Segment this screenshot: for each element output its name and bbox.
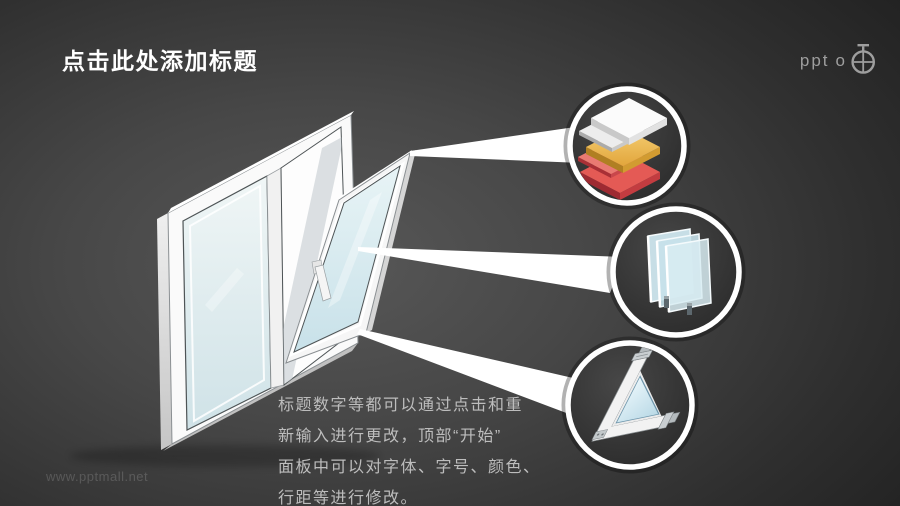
sash-side-face (366, 150, 416, 333)
glass-reflection (205, 268, 244, 312)
callout-connector-1 (410, 126, 582, 163)
title-placeholder[interactable]: 点击此处添加标题 (62, 48, 258, 74)
body-line: 标题数字等都可以通过点击和重 (278, 397, 524, 414)
body-text-placeholder[interactable]: 标题数字等都可以通过点击和重 新输入进行更改，顶部“开始” 面板中可以对字体、字… (278, 390, 541, 506)
logo-text: ppt (799, 50, 830, 70)
window-handle (311, 259, 332, 302)
sash-shadow (281, 136, 344, 385)
window-illustration[interactable] (157, 111, 416, 451)
callout-connector-2 (358, 247, 624, 293)
compass-logo-icon (851, 44, 876, 74)
window-ground-shadow (70, 445, 380, 467)
body-line: 新输入进行更改，顶部“开始” (278, 428, 502, 445)
logo-suffix: o (835, 50, 847, 70)
layers-stack-icon (578, 98, 667, 200)
pane-spacer-feet (664, 296, 692, 315)
logo: ppt o (800, 42, 878, 78)
glass-panes-icon (646, 228, 712, 315)
fixed-pane-inner-frame (188, 184, 266, 423)
frame-corner-profile-icon (591, 346, 681, 442)
fixed-pane-glass (182, 175, 272, 431)
sash-glass (293, 164, 401, 353)
watermark: www.pptmall.net (46, 469, 149, 484)
body-line: 行距等进行修改。 (278, 490, 419, 506)
callout-circle-glazing[interactable] (606, 202, 746, 342)
frame-left-face (157, 213, 172, 450)
body-line: 面板中可以对字体、字号、颜色、 (278, 459, 541, 476)
frame-top-edge (168, 111, 354, 213)
callout-circle-frame-profile[interactable] (561, 329, 722, 474)
sash-glass-reflection (328, 192, 382, 308)
callout-connector-3 (357, 329, 586, 414)
callout-circle-materials[interactable] (563, 82, 691, 210)
